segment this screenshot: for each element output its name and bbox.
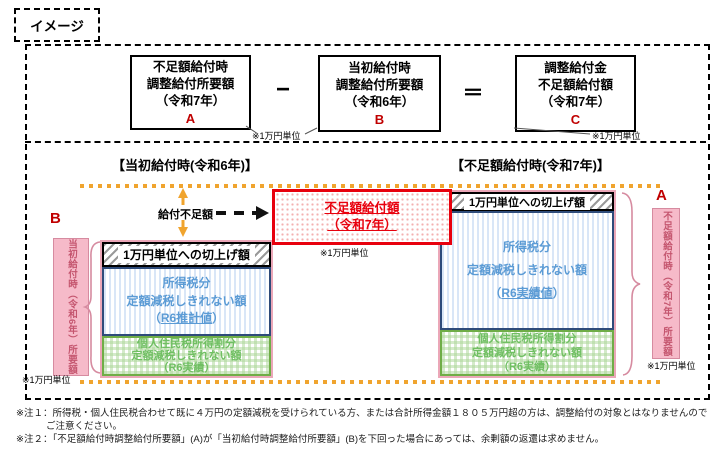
right-income-tax-line3: （R6実績値） <box>489 285 565 300</box>
left-income-tax-line2: 定額減税しきれない額 <box>126 293 247 308</box>
shortfall-amount-box: 不足額給付額 （令和7年） <box>272 189 452 245</box>
left-side-label: 当初給付時（令和6年）所要額 <box>66 239 77 375</box>
initial-payment-stack: 1万円単位への切上げ額 所得税分 定額減税しきれない額 （R6推計値） 個人住民… <box>100 240 273 378</box>
unit-note-ab: ※1万円単位 <box>252 131 301 141</box>
left-resident-tax-line3: （R6実績） <box>157 362 216 375</box>
left-income-tax-section: 所得税分 定額減税しきれない額 （R6推計値） <box>102 267 271 336</box>
right-side-label-bar: 不足額給付時（令和7年）所要額 <box>652 208 680 359</box>
formula-box-c-line3: （令和7年） <box>540 95 611 110</box>
footnote-2: ※注２：「不足額給付時調整給付所要額」(A)が「当初給付時調整給付所要額」(B)… <box>16 434 605 445</box>
right-resident-tax-line3: （R6実績） <box>497 361 557 374</box>
equals-operator: ＝ <box>462 82 484 105</box>
image-label: イメージ <box>14 8 100 42</box>
formula-box-c: 調整給付金 不足額給付額 （令和7年） C <box>515 55 636 132</box>
formula-box-a: 不足額給付時 調整給付所要額 （令和7年） A <box>130 55 251 130</box>
left-resident-tax-line1: 個人住民税所得割分 <box>137 337 236 350</box>
right-rounding-label: 1万円単位への切上げ額 <box>463 193 591 210</box>
shortfall-amount-line2: （令和7年） <box>327 218 397 232</box>
left-rounding-header: 1万円単位への切上げ額 <box>102 242 271 267</box>
right-bar-tag: A <box>656 187 667 204</box>
left-side-label-bar: 当初給付時（令和6年）所要額 <box>53 238 89 376</box>
left-income-tax-line3: （R6推計値） <box>148 311 225 326</box>
right-income-tax-line2: 定額減税しきれない額 <box>466 263 587 278</box>
minus-operator: − <box>275 76 290 103</box>
shortfall-amount-line1: 不足額給付額 <box>324 201 400 216</box>
formula-tag-a: A <box>185 110 196 126</box>
formula-box-c-line1: 調整給付金 <box>544 60 607 75</box>
formula-box-c-line2: 不足額給付額 <box>537 78 613 93</box>
upper-level-dotted-line <box>80 184 663 188</box>
right-resident-tax-line1: 個人住民税所得割分 <box>477 332 577 345</box>
right-side-label: 不足額給付時（令和7年）所要額 <box>661 210 672 357</box>
right-resident-tax-line2: 定額減税しきれない額 <box>472 346 582 359</box>
baseline-dotted-line <box>80 380 663 384</box>
left-bar-unit-note: ※1万円単位 <box>22 375 71 385</box>
shortfall-label: 給付不足額 <box>158 209 213 221</box>
right-rounding-header: 1万円単位への切上げ額 <box>440 192 614 211</box>
left-rounding-label: 1万円単位への切上げ額 <box>118 246 255 263</box>
red-box-unit-note: ※1万円単位 <box>320 248 369 258</box>
formula-box-a-line2: 調整給付所要額 <box>146 77 235 92</box>
footnote-1-line2: ご注意ください。 <box>46 421 123 432</box>
formula-tag-b: B <box>374 111 385 127</box>
right-income-tax-section: 所得税分 定額減税しきれない額 （R6実績値） <box>440 211 614 330</box>
left-resident-tax-line2: 定額減税しきれない額 <box>131 349 242 362</box>
shortfall-payment-stack: 1万円単位への切上げ額 所得税分 定額減税しきれない額 （R6実績値） 個人住民… <box>438 190 616 378</box>
formula-box-a-line1: 不足額給付時 <box>152 59 228 74</box>
left-resident-tax-section: 個人住民税所得割分 定額減税しきれない額 （R6実績） <box>102 336 271 376</box>
right-income-tax-line1: 所得税分 <box>502 240 551 255</box>
right-resident-tax-section: 個人住民税所得割分 定額減税しきれない額 （R6実績） <box>440 330 614 376</box>
formula-box-b: 当初給付時 調整給付所要額 （令和6年） B <box>318 55 441 132</box>
formula-box-a-line3: （令和7年） <box>155 94 226 109</box>
unit-note-c: ※1万円単位 <box>592 131 641 141</box>
section-divider <box>25 141 706 143</box>
right-bar-unit-note: ※1万円単位 <box>647 361 696 371</box>
formula-box-b-line3: （令和6年） <box>344 95 415 110</box>
left-section-header: 【当初給付時(令和6年)】 <box>112 158 258 173</box>
formula-box-b-line1: 当初給付時 <box>348 60 411 75</box>
left-income-tax-line1: 所得税分 <box>162 276 211 291</box>
formula-tag-c: C <box>570 111 581 127</box>
formula-box-b-line2: 調整給付所要額 <box>335 78 424 93</box>
footnote-1-line1: ※注１：所得税・個人住民税合わせて既に４万円の定額減税を受けられている方、または… <box>16 408 708 419</box>
left-bar-tag: B <box>50 210 61 227</box>
right-section-header: 【不足額給付時(令和7年)】 <box>451 158 610 173</box>
